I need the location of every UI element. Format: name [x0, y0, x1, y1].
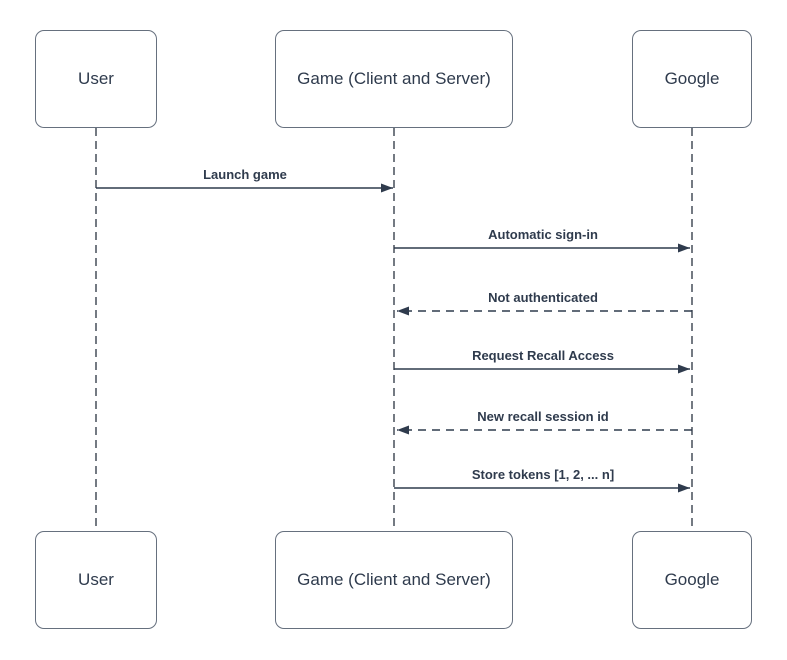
actor-label-google: Google: [664, 69, 720, 88]
actor-box-user-bottom: User: [35, 531, 157, 629]
message-label-new-recall-session-id: New recall session id: [477, 409, 609, 424]
actor-label-game: Game (Client and Server): [297, 570, 491, 589]
message-label-launch-game: Launch game: [203, 167, 287, 182]
actor-box-game-bottom: Game (Client and Server): [275, 531, 513, 629]
actor-label-google: Google: [664, 570, 720, 589]
message-label-automatic-sign-in: Automatic sign-in: [488, 227, 598, 242]
actor-box-google-top: Google: [632, 30, 752, 128]
message-label-request-recall-access: Request Recall Access: [472, 348, 614, 363]
message-label-not-authenticated: Not authenticated: [488, 290, 598, 305]
actor-box-user-top: User: [35, 30, 157, 128]
actor-label-user: User: [78, 570, 114, 589]
actor-label-game: Game (Client and Server): [297, 69, 491, 88]
actor-box-google-bottom: Google: [632, 531, 752, 629]
message-label-store-tokens: Store tokens [1, 2, ... n]: [471, 467, 615, 482]
actor-label-user: User: [78, 69, 114, 88]
actor-box-game-top: Game (Client and Server): [275, 30, 513, 128]
